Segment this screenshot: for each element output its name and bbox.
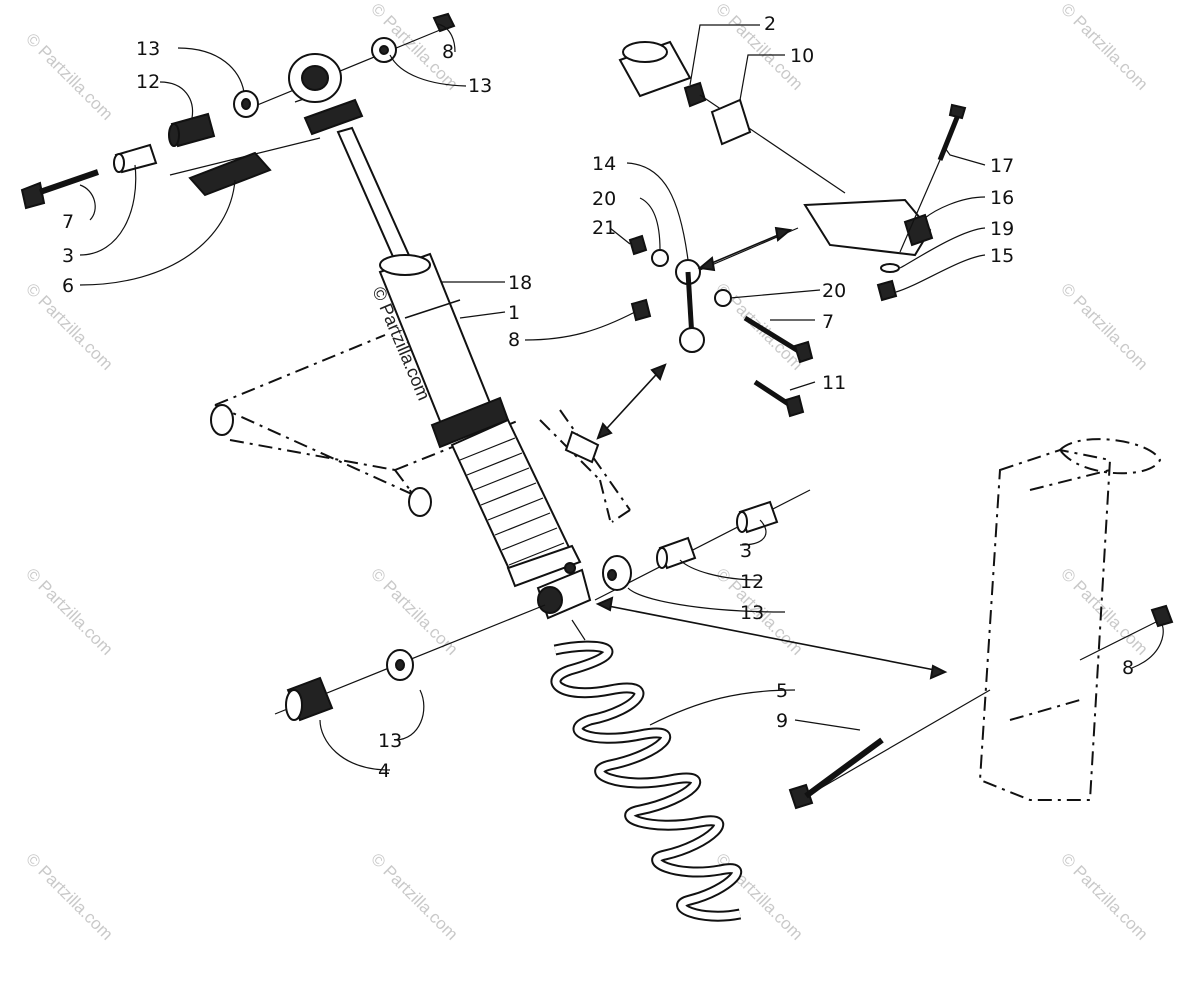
callout: 17 (990, 155, 1014, 177)
leader-lines (79, 23, 1164, 771)
a-arm-phantom (210, 334, 631, 523)
callout: 20 (822, 280, 846, 302)
callout: 12 (136, 71, 160, 93)
callout: 7 (822, 311, 834, 333)
callout: 15 (990, 245, 1014, 267)
callout: 3 (740, 540, 752, 562)
callout: 19 (990, 218, 1014, 240)
callout: 5 (776, 680, 788, 702)
callout: 14 (592, 153, 616, 175)
coil-ribs (459, 437, 565, 566)
coil-spring (550, 619, 742, 922)
lower-mount-hardware (274, 489, 811, 722)
callout: 13 (136, 38, 160, 60)
callout: 13 (740, 602, 764, 624)
callout: 18 (508, 272, 532, 294)
callout: 21 (592, 217, 616, 239)
callout: 13 (378, 730, 402, 752)
callout: 11 (822, 372, 846, 394)
watermark: © Partzilla.com (367, 849, 461, 943)
watermark: © Partzilla.com (1057, 849, 1151, 943)
callout: 4 (378, 760, 390, 782)
callout-labels: 13 12 7 3 6 8 13 2 10 17 16 19 15 14 20 … (62, 13, 1134, 782)
watermark: © Partzilla.com (1057, 0, 1151, 94)
assembly-arrows (595, 226, 948, 680)
callout: 16 (990, 187, 1014, 209)
watermark: © Partzilla.com (1057, 564, 1151, 658)
linkage-hardware (618, 40, 967, 418)
watermark: © Partzilla.com (22, 849, 116, 943)
callout: 1 (508, 302, 520, 324)
callout: 6 (62, 275, 74, 297)
callout: 7 (62, 211, 74, 233)
callout: 13 (468, 75, 492, 97)
watermark: © Partzilla.com (22, 564, 116, 658)
callout: 8 (508, 329, 520, 351)
callout: 20 (592, 188, 616, 210)
shock-absorber (288, 53, 592, 620)
spindle (788, 438, 1174, 810)
callout: 8 (1122, 657, 1134, 679)
callout: 12 (740, 571, 764, 593)
callout: 2 (764, 13, 776, 35)
watermark: © Partzilla.com (22, 29, 116, 123)
callout: 10 (790, 45, 814, 67)
watermark: © Partzilla.com (1057, 279, 1151, 373)
upper-mount-hardware (20, 12, 456, 210)
callout: 3 (62, 245, 74, 267)
callout: 8 (442, 41, 454, 63)
callout: 9 (776, 710, 788, 732)
